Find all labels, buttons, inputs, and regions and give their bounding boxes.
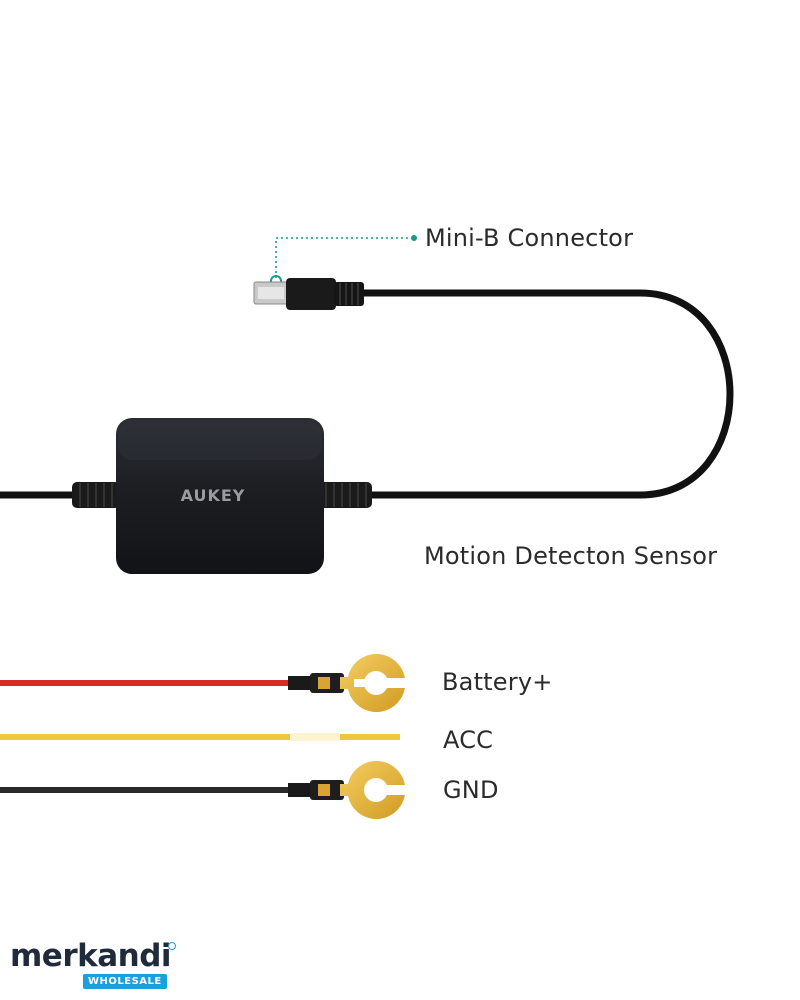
acc-wire [0,733,400,741]
watermark-badge: WHOLESALE [83,974,167,989]
battery-wire [0,673,344,693]
main-cable [356,289,734,499]
battery-label: Battery+ [442,668,553,696]
motion-sensor-label: Motion Detecton Sensor [424,542,718,570]
motion-sensor-box: AUKEY [116,418,324,574]
mini-usb-connector-icon [253,278,364,310]
device-brand-text: AUKEY [181,486,246,505]
fork-terminal-icon [340,654,406,712]
merkandi-watermark: merkandi WHOLESALE [10,938,180,994]
gnd-label: GND [443,776,499,804]
acc-label: ACC [443,726,494,754]
watermark-dot-icon [168,942,176,950]
strain-relief-left [72,482,120,508]
mini-b-connector-label: Mini-B Connector [425,224,634,252]
strain-relief-right [318,482,372,508]
watermark-name: merkandi [10,938,172,974]
gnd-wire [0,780,344,800]
fork-terminal-icon [340,761,406,819]
